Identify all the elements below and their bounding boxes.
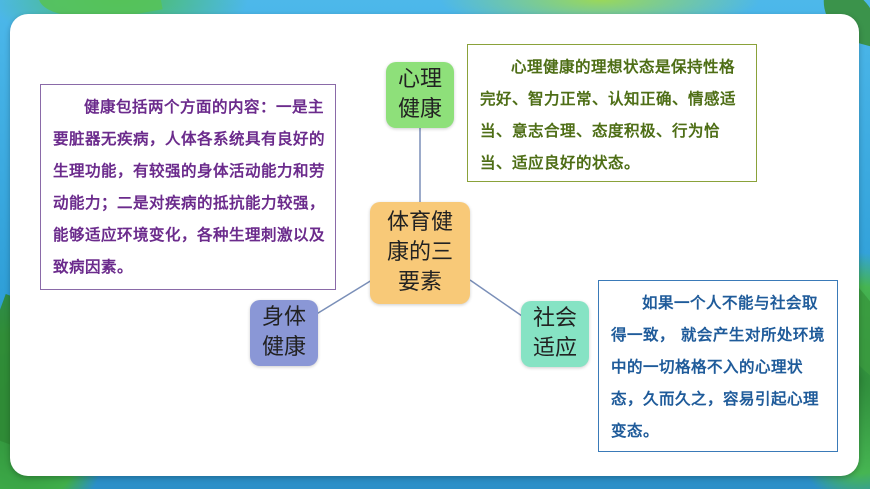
center-line-2: 康的三 — [386, 240, 453, 265]
center-node: 体育健 康的三 要素 — [370, 202, 470, 304]
social-adaptation-node: 社会 适应 — [521, 301, 589, 367]
social-adaptation-label: 社会 适应 — [532, 306, 577, 361]
mental-health-node: 心理 健康 — [386, 62, 454, 128]
physical-health-node: 身体 健康 — [250, 300, 318, 366]
social-adaptation-description: 如果一个人不能与社会取得一致， 就会产生对所处环境中的一切格格不入的心理状态，久… — [598, 280, 838, 452]
mental-health-label: 心理 健康 — [397, 67, 442, 122]
center-line-3: 要素 — [397, 270, 442, 295]
center-line-1: 体育健 — [386, 210, 453, 235]
mental-health-description: 心理健康的理想状态是保持性格完好、智力正常、认知正确、情感适当、意志合理、态度积… — [467, 44, 757, 182]
physical-health-label: 身体 健康 — [261, 305, 306, 360]
physical-health-description: 健康包括两个方面的内容：一是主要脏器无疾病，人体各系统具有良好的生理功能，有较强… — [40, 84, 336, 290]
